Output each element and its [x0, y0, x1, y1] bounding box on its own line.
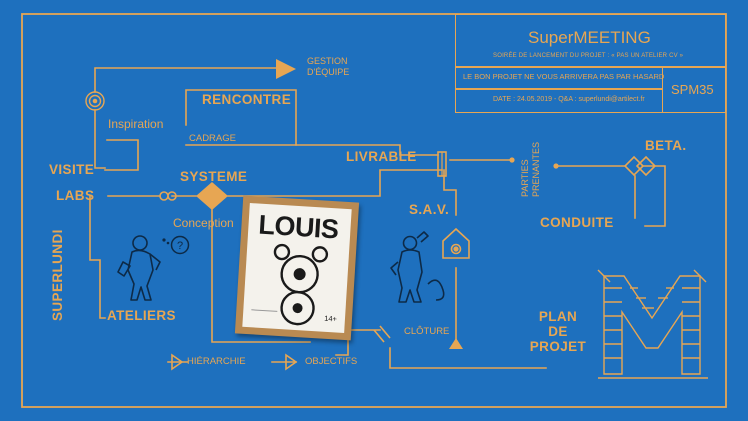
- title-block-code-cell: [662, 66, 726, 113]
- label-cadrage: CADRAGE: [189, 133, 236, 144]
- label-parties: PARTIES PRENANTES: [520, 142, 542, 197]
- title-block: [455, 14, 726, 113]
- title-block-tagline: LE BON PROJET NE VOUS ARRIVERA PAS PAR H…: [463, 72, 665, 81]
- label-parties-line2: PRENANTES: [531, 141, 541, 197]
- question-bubble-icon: [170, 235, 190, 255]
- reader-figure-icon: [117, 235, 161, 301]
- label-hierarchie: HIÉRARCHIE: [187, 356, 246, 367]
- label-labs: LABS: [56, 188, 95, 203]
- label-gestion-line2: D'ÉQUIPE: [307, 67, 350, 77]
- louis-book-cover: LOUIS 14+: [242, 203, 352, 333]
- label-sav: S.A.V.: [409, 202, 450, 217]
- label-livrable: LIVRABLE: [346, 149, 417, 164]
- label-superlundi: SUPERLUNDI: [50, 229, 65, 321]
- label-conduite: CONDUITE: [540, 215, 614, 230]
- title-block-title: SuperMEETING: [528, 28, 651, 47]
- label-plan-line3: PROJET: [529, 339, 587, 354]
- title-block-code: SPM35: [671, 82, 714, 97]
- title-block-subtitle: SOIRÉE DE LANCEMENT DU PROJET : « PAS UN…: [493, 53, 684, 59]
- m-logo-icon: [597, 269, 708, 379]
- phone-figure-icon: [390, 231, 445, 303]
- label-plan: PLAN DE PROJET: [524, 309, 592, 354]
- label-gestion-line1: GESTION: [307, 56, 348, 66]
- label-parties-line1: PARTIES: [520, 159, 530, 197]
- label-objectifs: OBJECTIFS: [305, 356, 358, 367]
- book-publisher-line: [250, 309, 278, 322]
- label-beta: BETA.: [645, 138, 687, 153]
- svg-text:?: ?: [177, 240, 183, 252]
- label-conception: Conception: [173, 216, 234, 230]
- title-block-divider-mid: [455, 88, 662, 90]
- label-plan-line1: PLAN: [538, 309, 578, 324]
- louis-book-age: 14+: [323, 313, 338, 324]
- label-visite: VISITE: [49, 162, 95, 177]
- bear-figure-icon: [273, 243, 329, 326]
- label-inspiration: Inspiration: [108, 117, 164, 131]
- label-rencontre: RENCONTRE: [202, 92, 292, 107]
- label-gestion: GESTION D'ÉQUIPE: [307, 56, 349, 78]
- label-plan-line2: DE: [548, 324, 568, 339]
- label-ateliers: ATELIERS: [107, 308, 176, 323]
- louis-book-title: LOUIS: [257, 209, 340, 245]
- louis-book-photo: LOUIS 14+: [234, 195, 360, 341]
- label-systeme: SYSTEME: [180, 169, 248, 184]
- label-cloture: CLÔTURE: [404, 326, 450, 337]
- title-block-date: DATE : 24.05.2019 - Q&A : superlundi@art…: [493, 96, 645, 103]
